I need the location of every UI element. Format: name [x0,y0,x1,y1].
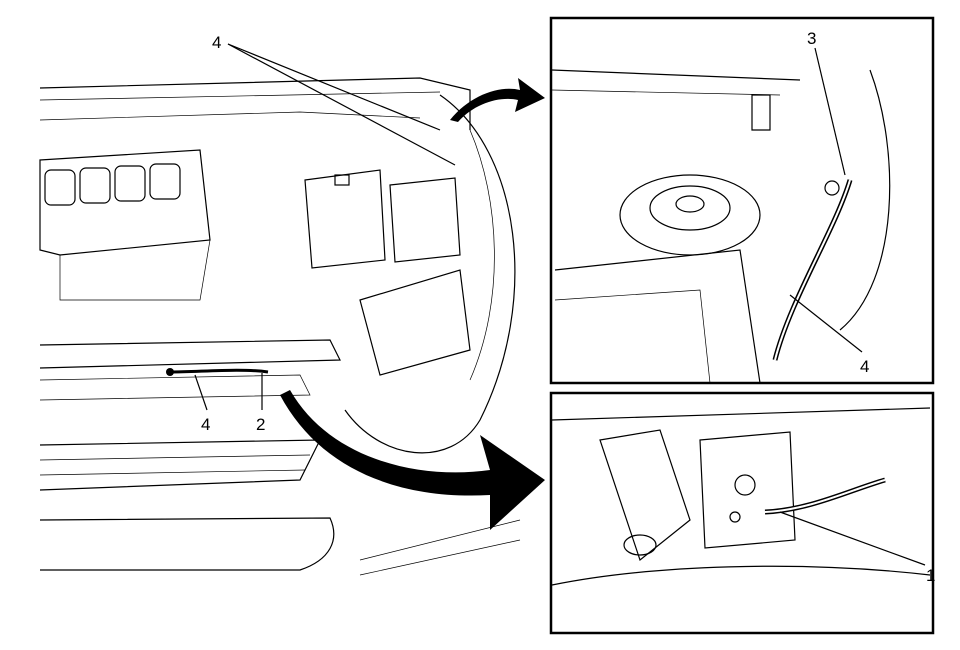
arrow-to-top-inset [450,78,545,122]
arrow-to-bottom-inset [280,390,545,530]
callout-2: 2 [256,415,265,434]
grille [39,439,335,571]
callout-4-inset: 4 [860,357,869,376]
main-engine-view [39,77,521,576]
callout-4-bottom: 4 [201,415,210,434]
callout-4-top: 4 [212,33,221,52]
ground-strap [169,368,269,374]
top-inset: 3 4 [549,16,935,385]
callout-1: 1 [926,566,935,585]
bottom-inset: 1 [549,391,935,635]
engine-cover [39,149,211,301]
battery [304,169,461,269]
leader-lines-main [194,43,456,411]
callout-3: 3 [807,29,816,48]
